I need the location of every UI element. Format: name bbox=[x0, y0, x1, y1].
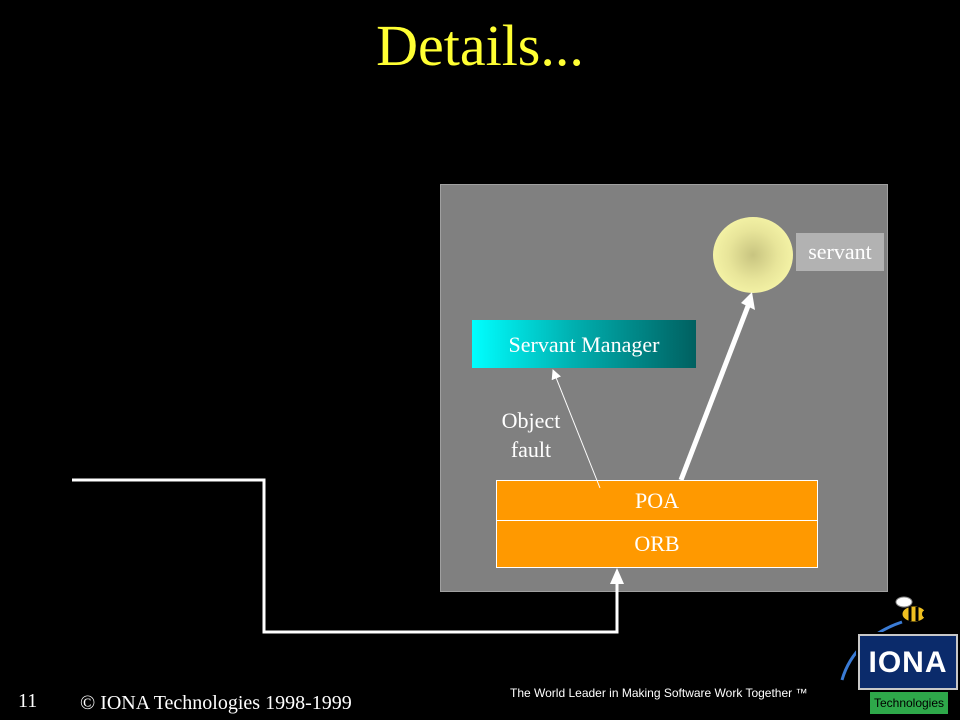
servant-manager-box: Servant Manager bbox=[472, 320, 696, 368]
poa-to-servant-arrowhead bbox=[741, 292, 755, 310]
orb-box: ORB bbox=[496, 520, 818, 568]
client-request-arrowhead bbox=[610, 568, 624, 584]
poa-to-servant-arrow bbox=[678, 305, 751, 481]
slide-number: 11 bbox=[18, 690, 38, 712]
copyright-text: © IONA Technologies 1998-1999 bbox=[80, 692, 352, 714]
logo-subtitle: Technologies bbox=[870, 692, 948, 714]
object-fault-arrow bbox=[551, 369, 601, 489]
logo-name: IONA bbox=[858, 634, 958, 690]
client-request-path bbox=[72, 478, 619, 634]
iona-logo: IONA Technologies bbox=[856, 632, 960, 716]
servant-circle bbox=[713, 217, 793, 293]
servant-label: servant bbox=[796, 233, 884, 271]
tagline-text: The World Leader in Making Software Work… bbox=[510, 686, 808, 700]
object-fault-label: Object fault bbox=[501, 408, 561, 462]
slide-title: Details... bbox=[376, 13, 584, 78]
poa-box: POA bbox=[496, 480, 818, 521]
